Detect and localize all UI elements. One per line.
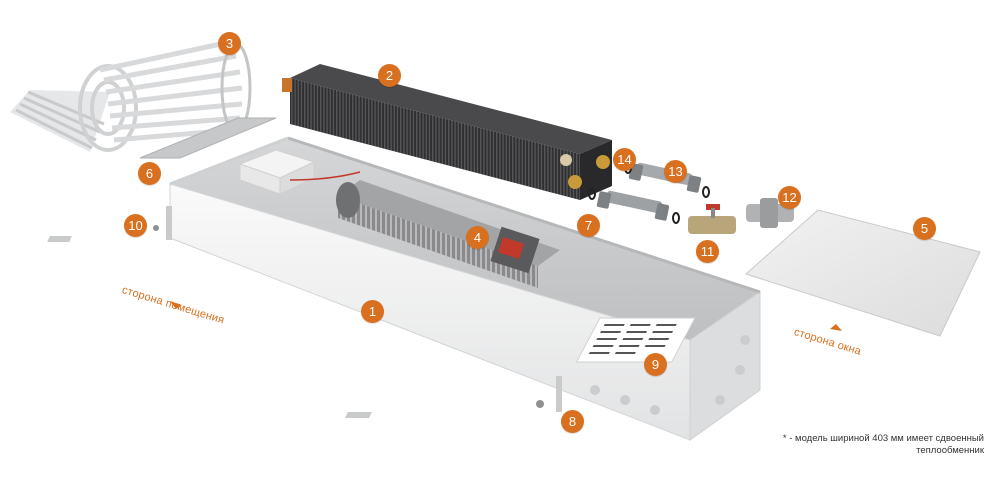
junction-box (238, 149, 361, 195)
hose-7 (596, 190, 670, 221)
plate-part (139, 117, 277, 159)
bracket-10 (47, 206, 172, 242)
fan-unit (336, 180, 560, 288)
roll-grille (10, 39, 252, 152)
callout-10: 10 (124, 214, 147, 237)
callout-14: 14 (613, 148, 636, 171)
callout-5: 5 (913, 217, 936, 240)
callout-7: 7 (577, 214, 600, 237)
bracket-8 (345, 376, 562, 418)
heat-exchanger (282, 64, 612, 200)
valve-11 (688, 204, 736, 234)
callout-3: 3 (218, 32, 241, 55)
callout-12: 12 (778, 186, 801, 209)
window-side-arrow (830, 324, 842, 331)
footnote-line-2: теплообменник (916, 445, 984, 456)
callout-2: 2 (378, 64, 401, 87)
callout-9: 9 (644, 353, 667, 376)
callout-11: 11 (696, 240, 719, 263)
callout-8: 8 (561, 410, 584, 433)
callout-13: 13 (664, 160, 687, 183)
label-sticker (575, 317, 696, 363)
callout-1: 1 (361, 300, 384, 323)
callout-6: 6 (138, 162, 161, 185)
coupling-12 (746, 198, 794, 228)
cover-plate (745, 209, 981, 337)
footnote: * - модель шириной 403 мм имеет сдвоенны… (754, 433, 984, 457)
room-side-arrow (170, 301, 182, 309)
callout-4: 4 (466, 226, 489, 249)
footnote-line-1: * - модель шириной 403 мм имеет сдвоенны… (782, 433, 984, 444)
